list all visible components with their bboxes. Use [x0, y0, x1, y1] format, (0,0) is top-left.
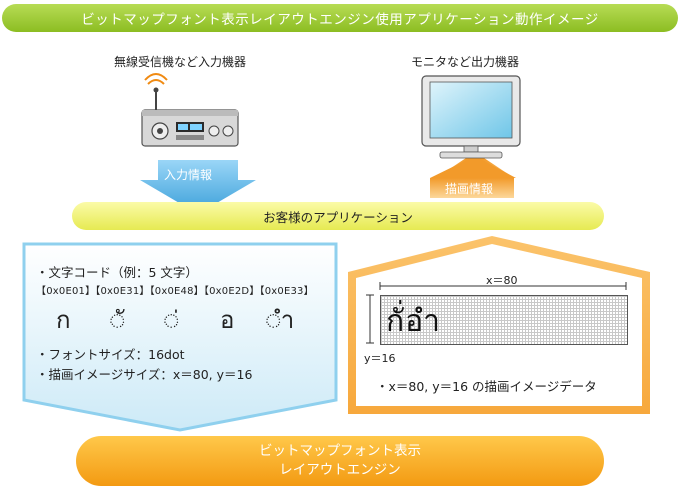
thai-char: อ: [220, 306, 235, 334]
thai-char: ◌ั: [110, 306, 125, 334]
code-list: 【0x0E01】【0x0E31】【0x0E48】【0x0E2D】【0x0E33】: [36, 282, 314, 297]
output-arrow-label: 描画情報: [445, 182, 494, 196]
bitmap-caption: ・x＝80, y＝16 の描画イメージデータ: [376, 379, 597, 394]
code-item: 【0x0E2D】: [203, 286, 260, 297]
code-item: 【0x0E48】: [149, 286, 204, 297]
radio-receiver-icon: [141, 73, 239, 147]
rendered-bitmap-text: กั่อำ: [386, 304, 442, 339]
code-item: 【0x0E33】: [259, 286, 314, 297]
left-panel: [22, 242, 338, 432]
output-device-label: モニタなど出力機器: [411, 55, 520, 69]
page-title: ビットマップフォント表示レイアウトエンジン使用アプリケーション動作イメージ: [81, 12, 599, 28]
y-dimension-label: y＝16: [364, 352, 396, 365]
input-arrow: [140, 160, 256, 214]
monitor-icon: [421, 75, 521, 159]
thai-char: ◌่: [164, 306, 179, 334]
char-code-line: ・文字コード（例：5 文字）: [36, 265, 198, 280]
title-bar: ビットマップフォント表示レイアウトエンジン使用アプリケーション動作イメージ: [2, 4, 678, 32]
input-arrow-label: 入力情報: [164, 168, 213, 182]
font-size-line: ・フォントサイズ：16dot: [36, 347, 185, 362]
engine-label-line1: ビットマップフォント表示: [259, 443, 421, 459]
input-device-label: 無線受信機など入力機器: [114, 55, 247, 69]
image-size-line: ・描画イメージサイズ：x＝80, y＝16: [36, 367, 253, 382]
x-dimension-label: x＝80: [486, 274, 518, 287]
application-bar: お客様のアプリケーション: [72, 202, 604, 230]
code-item: 【0x0E31】: [95, 286, 150, 297]
bitmap-grid: [380, 295, 628, 345]
code-item: 【0x0E01】: [36, 286, 96, 297]
thai-char: ◌ำ: [266, 306, 295, 334]
engine-label-line2: レイアウトエンジン: [279, 462, 401, 478]
application-bar-label: お客様のアプリケーション: [263, 209, 413, 225]
layout-engine-bar: ビットマップフォント表示 レイアウトエンジン: [76, 436, 604, 486]
thai-char: ก: [56, 306, 71, 334]
